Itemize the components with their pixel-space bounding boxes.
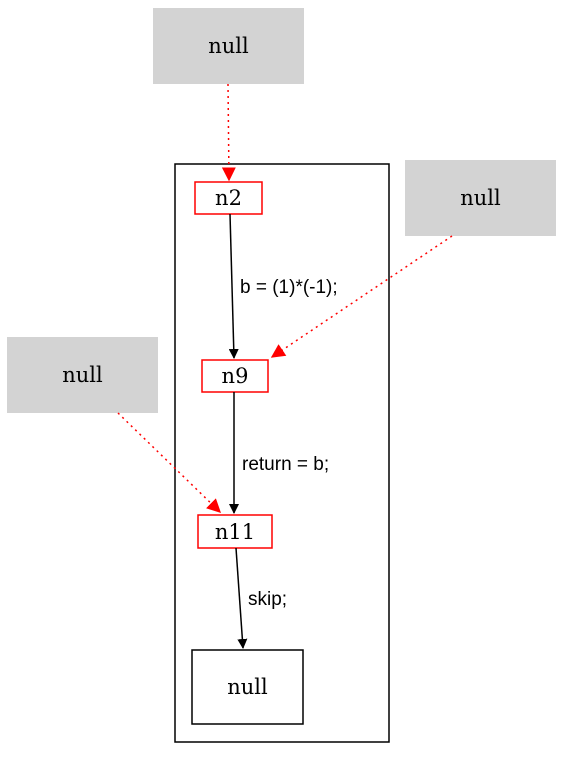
edge-label-n2-n9: b = (1)*(-1); (240, 277, 338, 298)
node-n9-label: n9 (222, 364, 249, 388)
edge-label-n9-n11: return = b; (242, 454, 329, 475)
null-node-bottom-label: null (227, 675, 268, 699)
null-node-left-label: null (62, 363, 103, 387)
node-n11: n11 (198, 515, 272, 548)
edge-label-n11-null: skip; (248, 589, 287, 610)
null-node-right: null (405, 160, 556, 236)
node-n11-label: n11 (215, 520, 255, 544)
null-node-top: null (153, 8, 304, 84)
null-node-bottom: null (192, 650, 303, 724)
null-node-right-label: null (460, 186, 501, 210)
edge-null-top-n2 (228, 84, 229, 180)
edge-null-left-n11 (118, 413, 220, 512)
edge-n2-n9 (230, 214, 234, 358)
null-node-left: null (7, 337, 158, 413)
node-n2: n2 (195, 182, 262, 214)
edge-n11-null (236, 548, 243, 648)
node-n9: n9 (202, 360, 268, 392)
node-n2-label: n2 (215, 186, 242, 210)
null-node-top-label: null (208, 34, 249, 58)
